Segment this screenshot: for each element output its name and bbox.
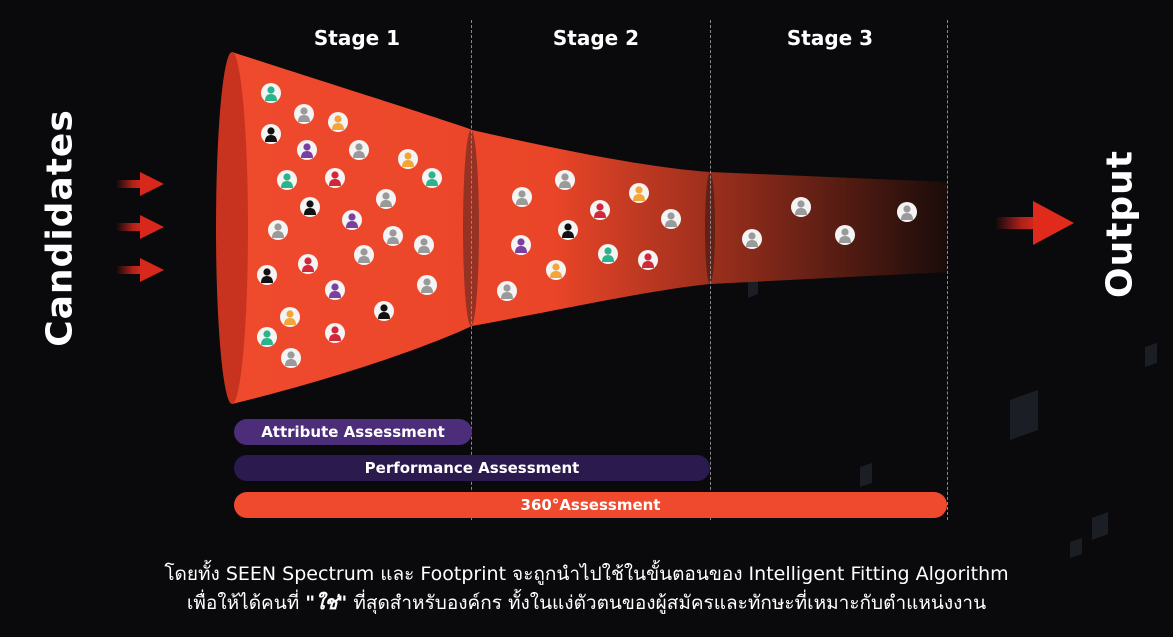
person-icon: [638, 250, 658, 270]
person-icon: [325, 323, 345, 343]
stage-divider: [947, 20, 948, 520]
person-icon: [342, 210, 362, 230]
person-icon: [349, 140, 369, 160]
person-icon: [383, 226, 403, 246]
person-icon: [742, 229, 762, 249]
candidate-icons: [257, 83, 917, 368]
caption-line-2: เพื่อให้ได้คนที่ "ใช่" ที่สุดสำหรับองค์ก…: [0, 588, 1173, 618]
attribute-assessment-bar: Attribute Assessment: [234, 419, 472, 445]
person-icon: [268, 220, 288, 240]
person-icon: [558, 220, 578, 240]
candidates-label: Candidates: [39, 109, 81, 347]
person-icon: [277, 170, 297, 190]
person-icon: [261, 83, 281, 103]
person-icon: [325, 168, 345, 188]
stage-2-label: Stage 2: [552, 26, 640, 50]
person-icon: [294, 104, 314, 124]
caption-line-1: โดยทั้ง SEEN Spectrum และ Footprint จะถู…: [164, 563, 1009, 585]
person-icon: [376, 189, 396, 209]
person-icon: [511, 235, 531, 255]
person-icon: [417, 275, 437, 295]
arrow-icon: [116, 215, 164, 239]
output-arrow-icon: [995, 201, 1074, 245]
stage-1-label: Stage 1: [313, 26, 401, 50]
person-icon: [354, 245, 374, 265]
input-arrows: [116, 172, 164, 282]
person-icon: [897, 202, 917, 222]
stage-divider: [471, 20, 472, 520]
caption-emphasis: "ใช่": [305, 592, 348, 614]
person-icon: [298, 254, 318, 274]
person-icon: [414, 235, 434, 255]
360-assessment-bar: 360°Assessment: [234, 492, 947, 518]
stage-3-label: Stage 3: [786, 26, 874, 50]
output-label: Output: [1099, 149, 1141, 299]
stage-divider: [710, 20, 711, 520]
person-icon: [512, 187, 532, 207]
funnel-mouth: [216, 52, 248, 404]
arrow-icon: [116, 258, 164, 282]
caption-line-2-start: เพื่อให้ได้คนที่: [186, 592, 306, 614]
person-icon: [257, 265, 277, 285]
person-icon: [261, 124, 281, 144]
person-icon: [281, 348, 301, 368]
funnel-body: [232, 52, 948, 404]
person-icon: [257, 327, 277, 347]
person-icon: [325, 280, 345, 300]
person-icon: [661, 209, 681, 229]
person-icon: [297, 140, 317, 160]
person-icon: [398, 149, 418, 169]
person-icon: [791, 197, 811, 217]
person-icon: [835, 225, 855, 245]
person-icon: [590, 200, 610, 220]
person-icon: [300, 197, 320, 217]
person-icon: [374, 301, 394, 321]
caption-line-2-end: ที่สุดสำหรับองค์กร ทั้งในแง่ตัวตนของผู้ส…: [347, 592, 987, 614]
person-icon: [555, 170, 575, 190]
person-icon: [497, 281, 517, 301]
person-icon: [629, 183, 649, 203]
arrow-icon: [116, 172, 164, 196]
person-icon: [328, 112, 348, 132]
person-icon: [546, 260, 566, 280]
performance-assessment-bar: Performance Assessment: [234, 455, 710, 481]
person-icon: [422, 168, 442, 188]
person-icon: [280, 307, 300, 327]
person-icon: [598, 244, 618, 264]
